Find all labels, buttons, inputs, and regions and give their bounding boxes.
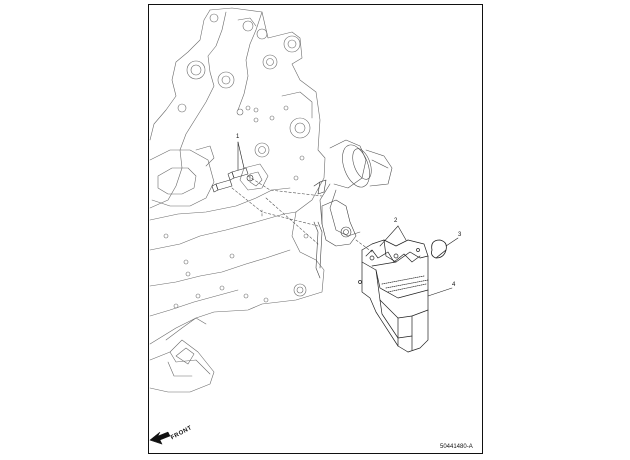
callout-leaders: [237, 141, 459, 297]
alignment-lines: [231, 175, 373, 253]
bolt-assembly: [211, 167, 327, 195]
storage-box: [358, 239, 429, 353]
figure-reference-code: 50441480-A: [440, 444, 473, 450]
front-arrow-icon: [149, 431, 171, 445]
drawing-frame: [148, 4, 483, 454]
callout-4: 4: [452, 282, 456, 288]
callout-3: 3: [458, 232, 462, 238]
callout-1: 1: [236, 134, 240, 140]
hinge-bracket: [313, 199, 357, 279]
callout-2: 2: [394, 218, 398, 224]
loader-frame: [149, 7, 326, 393]
hydraulic-cylinder: [319, 139, 393, 237]
retaining-clip: [431, 239, 447, 259]
